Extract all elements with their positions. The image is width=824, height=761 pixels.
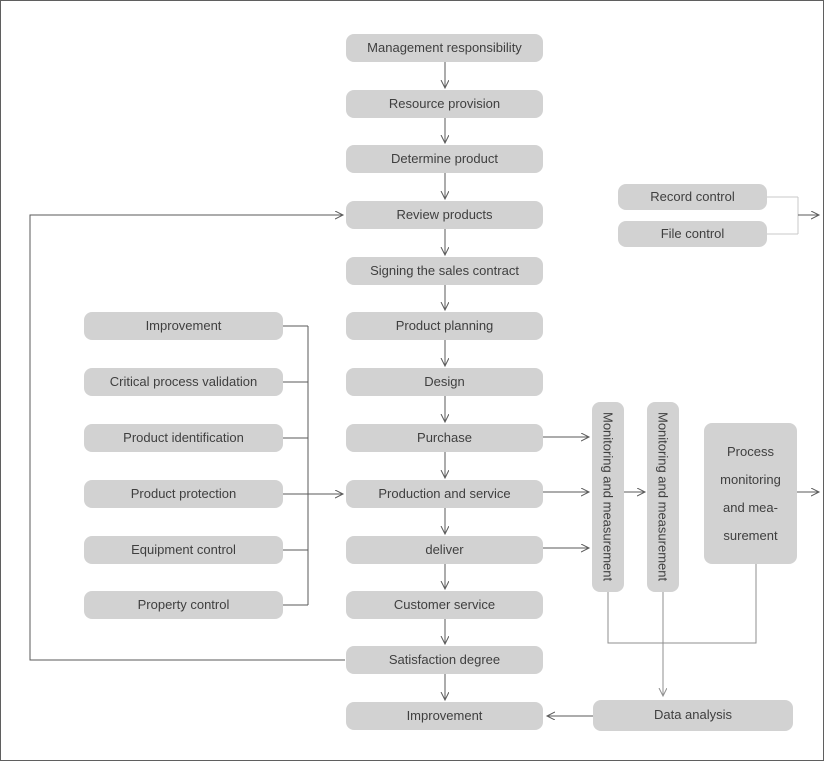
node-monitoring-measurement-1: Monitoring and measurement [592,402,624,592]
node-determine-product: Determine product [346,145,543,173]
node-record-control: Record control [618,184,767,210]
node-product-identification: Product identification [84,424,283,452]
node-product-planning: Product planning [346,312,543,340]
node-purchase: Purchase [346,424,543,452]
node-design: Design [346,368,543,396]
node-management-responsibility: Management responsibility [346,34,543,62]
control-bracket [767,196,819,235]
node-monitoring-measurement-2: Monitoring and measurement [647,402,679,592]
node-critical-process-validation: Critical process validation [84,368,283,396]
node-satisfaction-degree: Satisfaction degree [346,646,543,674]
node-improvement-left: Improvement [84,312,283,340]
node-deliver: deliver [346,536,543,564]
process-box-line-2: monitoring [720,471,781,487]
node-customer-service: Customer service [346,591,543,619]
left-column-bracket [283,325,343,606]
node-improvement-main: Improvement [346,702,543,730]
control-bracket-lines [767,196,799,235]
node-data-analysis: Data analysis [593,700,793,731]
process-box-line-4: surement [723,527,778,543]
bracket-monitoring1-process-join [607,564,757,644]
node-review-products: Review products [346,201,543,229]
node-signing-sales-contract: Signing the sales contract [346,257,543,285]
node-property-control: Property control [84,591,283,619]
data-analysis-connectors [607,564,757,696]
process-box-line-1: Process [727,443,774,459]
node-process-monitoring-measurement: Process monitoring and mea- surement [704,423,797,564]
node-product-protection: Product protection [84,480,283,508]
node-file-control: File control [618,221,767,247]
process-box-line-3: and mea- [723,499,778,515]
node-production-and-service: Production and service [346,480,543,508]
node-equipment-control: Equipment control [84,536,283,564]
node-resource-provision: Resource provision [346,90,543,118]
